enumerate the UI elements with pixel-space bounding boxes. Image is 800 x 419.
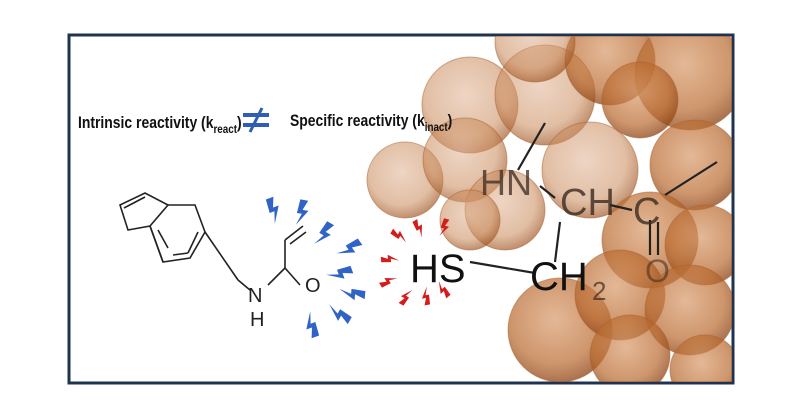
alpha-carbon-label: CH [560, 182, 615, 224]
intrinsic-reactivity-label: Intrinsic reactivity (kreact) [78, 114, 242, 136]
beta-carbon-subscript: 2 [592, 276, 606, 306]
indane-acrylamide-structure [119, 192, 307, 291]
amide-o: O [305, 275, 321, 297]
amide-h: H [250, 309, 264, 331]
not-equal-icon [243, 107, 269, 133]
beta-carbon-label: CH [530, 255, 588, 299]
cysteine-bonds [469, 122, 718, 275]
carbonyl-carbon-label: C [633, 191, 660, 233]
specific-reactivity-label: Specific reactivity (kinact) [290, 112, 452, 134]
thiol-label: HS [410, 247, 466, 291]
amine-label: HN [480, 162, 532, 203]
amide-n: N [248, 285, 262, 307]
carbonyl-oxygen-label: O [645, 253, 670, 289]
